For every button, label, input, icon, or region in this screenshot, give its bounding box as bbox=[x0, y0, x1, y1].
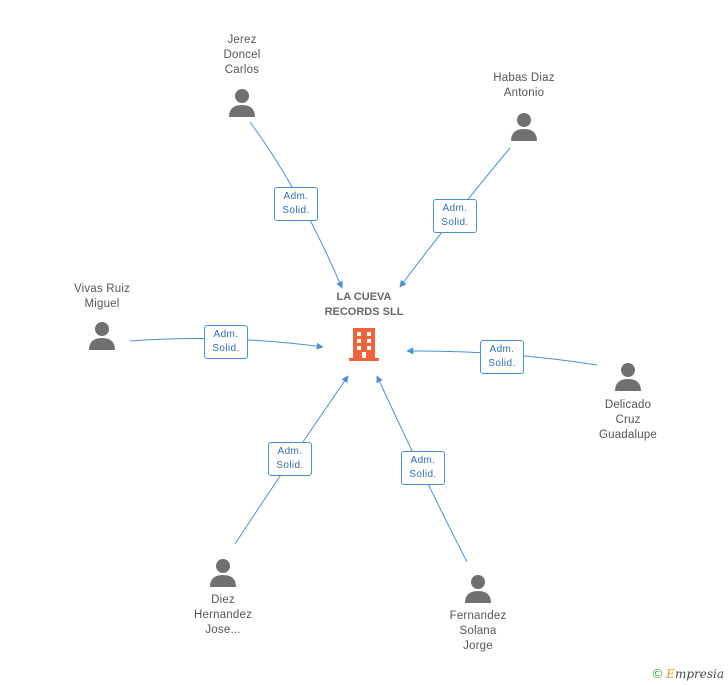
person-icon bbox=[615, 363, 641, 391]
empresia-logo: Empresia bbox=[666, 666, 724, 681]
copyright-icon: © bbox=[652, 666, 663, 681]
person-icon bbox=[89, 322, 115, 350]
company-node[interactable]: LA CUEVA RECORDS SLL bbox=[314, 290, 414, 367]
person-icon bbox=[465, 575, 491, 603]
empresia-watermark: © Empresia bbox=[653, 666, 724, 681]
role-badge-jerez[interactable]: Adm.Solid. bbox=[274, 187, 318, 221]
role-badge-fernandez[interactable]: Adm.Solid. bbox=[401, 451, 445, 485]
role-badge-habas[interactable]: Adm.Solid. bbox=[433, 199, 477, 233]
role-badge-diez[interactable]: Adm.Solid. bbox=[268, 442, 312, 476]
building-icon bbox=[349, 328, 379, 361]
person-icon bbox=[229, 89, 255, 117]
role-badge-vivas[interactable]: Adm.Solid. bbox=[204, 325, 248, 359]
role-badge-delicado[interactable]: Adm.Solid. bbox=[480, 340, 524, 374]
company-name: LA CUEVA RECORDS SLL bbox=[324, 291, 404, 318]
person-icon bbox=[210, 559, 236, 587]
person-icon bbox=[511, 113, 537, 141]
